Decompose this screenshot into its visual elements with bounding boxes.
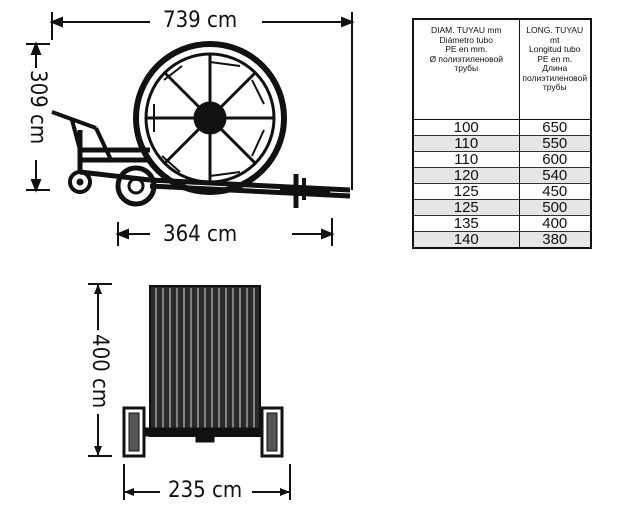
length-cell: 500 (518, 199, 592, 216)
length-cell: 540 (518, 167, 592, 184)
diameter-cell: 140 (412, 231, 520, 248)
table-row: 140 380 (412, 231, 592, 248)
width-label: 235 cm (168, 478, 243, 503)
diameter-cell: 125 (412, 183, 520, 200)
table-header-row: DIAM. TUYAU mm Diámetro tubo PE en mm. Ø… (412, 18, 592, 120)
length-header: LONG. TUYAU mt Longitud tubo PE en m. Дл… (518, 18, 592, 120)
length-cell: 600 (518, 151, 592, 168)
diameter-header: DIAM. TUYAU mm Diámetro tubo PE en mm. Ø… (412, 18, 520, 120)
length-cell: 380 (518, 231, 592, 248)
axle-label: 364 cm (163, 222, 238, 247)
table-row: 135 400 (412, 215, 592, 232)
diameter-cell: 120 (412, 167, 520, 184)
length-cell: 550 (518, 135, 592, 152)
diameter-cell: 100 (412, 119, 520, 136)
depth-label: 400 cm (87, 334, 112, 409)
diameter-cell: 110 (412, 151, 520, 168)
table-row: 125 450 (412, 183, 592, 200)
diameter-cell: 110 (412, 135, 520, 152)
height-dimension-line (26, 41, 50, 193)
length-cell: 650 (518, 119, 592, 136)
pipe-spec-table: DIAM. TUYAU mm Diámetro tubo PE en mm. Ø… (412, 18, 592, 249)
table-row: 125 500 (412, 199, 592, 216)
top-view (88, 283, 291, 500)
side-view (51, 41, 351, 208)
table-row: 100 650 (412, 119, 592, 136)
table-row: 110 550 (412, 135, 592, 152)
length-cell: 450 (518, 183, 592, 200)
drum-stripes (155, 288, 255, 434)
length-label: 739 cm (163, 8, 238, 33)
length-cell: 400 (518, 215, 592, 232)
diameter-cell: 125 (412, 199, 520, 216)
table-row: 120 540 (412, 167, 592, 184)
height-label: 309 cm (25, 70, 50, 145)
diameter-cell: 135 (412, 215, 520, 232)
axle-dimension-line (115, 218, 335, 246)
length-dimension-line (49, 12, 355, 190)
table-row: 110 600 (412, 151, 592, 168)
